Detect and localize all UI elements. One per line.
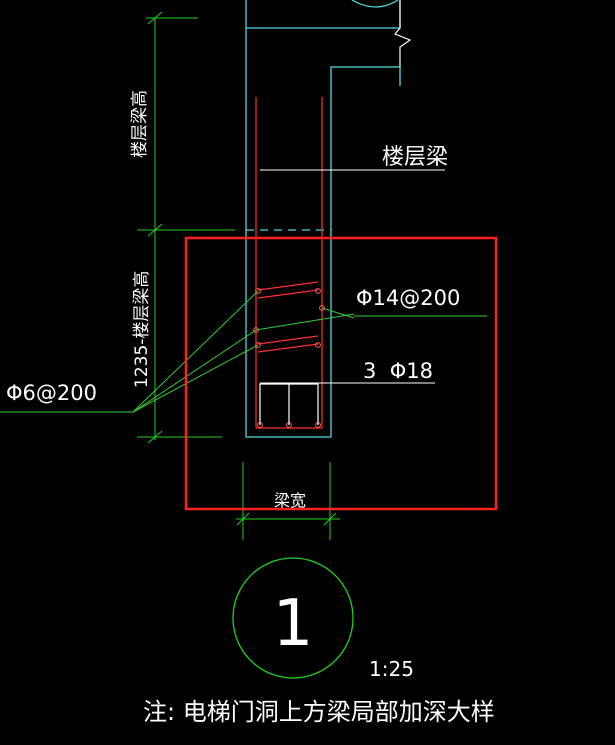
note-text: 注: 电梯门洞上方梁局部加深大样 [143, 698, 495, 726]
detail-circle [232, 557, 354, 679]
stirrup-main-label: Φ6@200 [6, 381, 97, 405]
bottom-width-dimension [236, 462, 340, 540]
white-leaders [260, 169, 445, 384]
floor-beam-label: 楼层梁 [382, 145, 448, 170]
longitudinal-rebars [255, 97, 323, 429]
scale-label: 1:25 [369, 657, 414, 681]
stirrup-side-label: Φ14@200 [356, 286, 460, 310]
detail-number: 1 [273, 587, 314, 661]
floor-beam-height-label: 楼层梁高 [130, 90, 150, 158]
deepened-height-label: 1235-楼层梁高 [132, 271, 152, 388]
break-line [394, 0, 412, 67]
bottom-bars-label: 3 Φ18 [363, 359, 433, 383]
beam-width-label: 梁宽 [274, 491, 306, 510]
highlight-box [184, 236, 498, 511]
column-arc [351, 0, 399, 8]
left-dimension-chain [137, 11, 235, 444]
leader-lines [0, 290, 487, 413]
bottom-bar-bracket [259, 383, 319, 425]
rebar-dots [253, 288, 325, 428]
